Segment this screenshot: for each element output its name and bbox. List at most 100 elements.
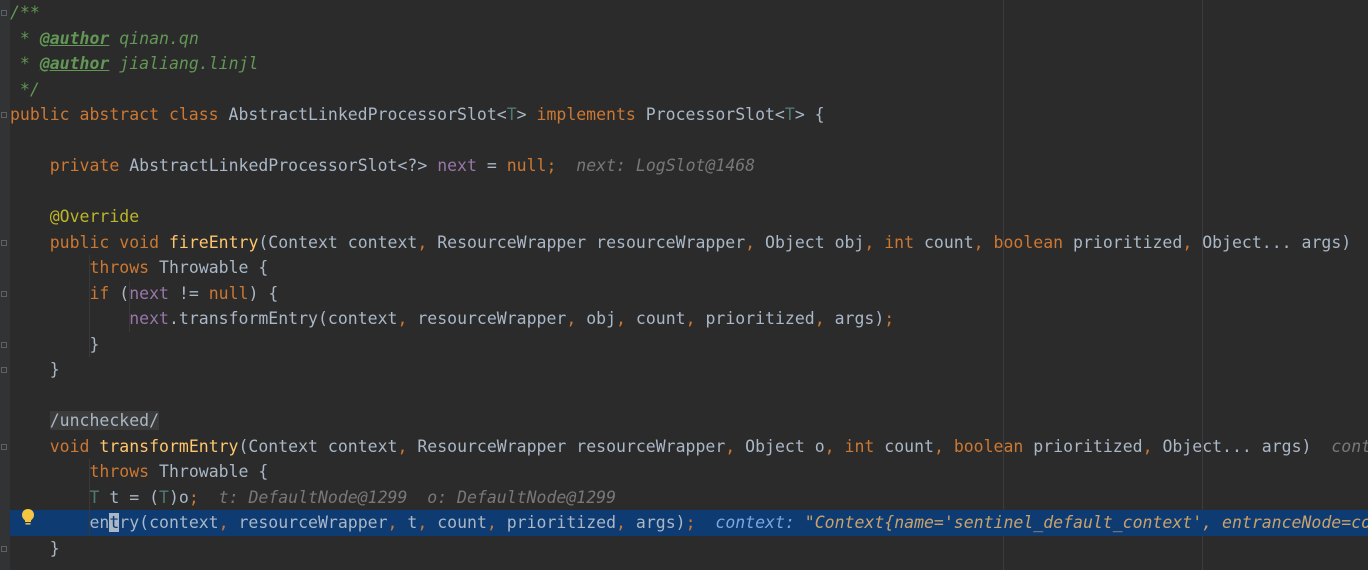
fold-marker-icon[interactable] bbox=[1, 112, 7, 118]
code-line[interactable]: void transformEntry(Context context, Res… bbox=[10, 434, 1368, 460]
code-token: )o bbox=[168, 487, 189, 507]
code-token: @author bbox=[39, 28, 110, 48]
code-token: Throwable { bbox=[159, 258, 269, 277]
code-token: Object... args) bbox=[1162, 436, 1312, 456]
code-token: count bbox=[924, 232, 974, 252]
code-line[interactable] bbox=[10, 383, 1368, 409]
code-line[interactable]: next.transformEntry(context, resourceWra… bbox=[10, 306, 1368, 332]
code-line[interactable]: /** bbox=[10, 0, 1368, 26]
code-token: (Context context bbox=[238, 436, 398, 456]
code-line[interactable]: * @author jialiang.linjl bbox=[10, 51, 1368, 77]
code-line[interactable]: public void fireEntry(Context context, R… bbox=[10, 230, 1368, 256]
code-line[interactable]: if (next != null) { bbox=[10, 281, 1368, 307]
indent-guide bbox=[89, 459, 90, 536]
code-token: } bbox=[10, 538, 60, 558]
code-line[interactable]: private AbstractLinkedProcessorSlot<?> n… bbox=[10, 153, 1368, 179]
code-line[interactable]: public abstract class AbstractLinkedProc… bbox=[10, 102, 1368, 128]
code-token bbox=[10, 309, 129, 328]
code-token: prioritized bbox=[705, 309, 815, 328]
execution-line[interactable]: entry(context, resourceWrapper, t, count… bbox=[10, 510, 1368, 536]
inline-debug-value: "Context{name='sentinel_default_context'… bbox=[804, 513, 1368, 532]
code-token: resourceWrapper bbox=[417, 309, 567, 328]
fold-marker-icon[interactable] bbox=[1, 341, 7, 348]
inline-debug-value: context: bbox=[695, 513, 805, 532]
code-token: implements bbox=[536, 105, 646, 124]
code-token: ( bbox=[119, 283, 130, 303]
code-token: = bbox=[476, 156, 507, 175]
code-token: Object o bbox=[745, 436, 825, 456]
code-token: t bbox=[407, 513, 418, 532]
code-token: */ bbox=[10, 79, 40, 99]
code-token: , bbox=[218, 513, 239, 532]
code-token: , bbox=[397, 436, 418, 456]
indent-guide bbox=[129, 280, 130, 332]
code-token: next bbox=[129, 309, 169, 328]
code-token: , bbox=[397, 309, 418, 328]
fold-marker-icon[interactable] bbox=[1, 367, 7, 373]
code-token: transformEntry bbox=[99, 436, 239, 456]
lightbulb-icon[interactable] bbox=[21, 508, 35, 526]
code-token: , bbox=[1142, 436, 1163, 456]
fold-marker-icon[interactable] bbox=[1, 290, 7, 297]
code-token: > { bbox=[794, 105, 825, 124]
code-token: void bbox=[49, 436, 100, 456]
inline-debug-value: t: DefaultNode@1299 o: DefaultNode@1299 bbox=[198, 487, 617, 507]
code-token: T bbox=[159, 487, 169, 507]
indent-guide bbox=[89, 255, 90, 357]
fold-marker-icon[interactable] bbox=[1, 239, 7, 246]
code-line[interactable]: } bbox=[10, 332, 1368, 358]
code-token: , bbox=[814, 309, 835, 328]
fold-marker-icon[interactable] bbox=[1, 10, 7, 16]
code-line[interactable]: * @author qinan.qn bbox=[10, 26, 1368, 52]
code-token: prioritized bbox=[506, 513, 617, 532]
code-line[interactable]: /unchecked/ bbox=[10, 408, 1368, 434]
code-token: ; bbox=[546, 156, 557, 175]
code-token: jialiang.linjl bbox=[109, 54, 259, 73]
editor-gutter[interactable] bbox=[0, 0, 10, 570]
right-margin-line bbox=[1202, 0, 1203, 570]
code-token: ResourceWrapper resourceWrapper bbox=[437, 232, 746, 252]
code-line[interactable]: } bbox=[10, 357, 1368, 383]
code-token bbox=[10, 411, 50, 430]
code-line[interactable]: @Override bbox=[10, 204, 1368, 230]
code-token: /** bbox=[10, 3, 40, 22]
code-token: , bbox=[864, 232, 885, 252]
code-token bbox=[10, 284, 89, 303]
fold-marker-icon[interactable] bbox=[1, 443, 7, 450]
code-line[interactable]: throws Throwable { bbox=[10, 255, 1368, 281]
code-token: obj bbox=[586, 309, 617, 328]
code-token: count bbox=[635, 309, 686, 328]
code-line[interactable] bbox=[10, 179, 1368, 205]
code-token: @Override bbox=[49, 207, 140, 226]
code-token: prioritized bbox=[1033, 436, 1143, 456]
inline-debug-value: cont bbox=[1311, 436, 1368, 456]
fold-marker-icon[interactable] bbox=[1, 545, 7, 552]
inline-debug-value: next: LogSlot@1468 bbox=[556, 156, 756, 175]
code-token: public void bbox=[49, 232, 169, 252]
code-token: int bbox=[884, 232, 924, 252]
code-token: throws bbox=[89, 258, 160, 277]
code-token: , bbox=[486, 513, 507, 532]
code-line[interactable]: throws Throwable { bbox=[10, 459, 1368, 485]
code-token: /unchecked/ bbox=[49, 411, 160, 430]
code-token: qinan.qn bbox=[109, 28, 199, 48]
code-token: AbstractLinkedProcessorSlot< bbox=[228, 105, 507, 124]
text-caret: t bbox=[109, 513, 120, 532]
code-line[interactable]: T t = (T)o; t: DefaultNode@1299 o: Defau… bbox=[10, 485, 1368, 511]
code-token bbox=[10, 207, 50, 226]
code-line[interactable] bbox=[10, 128, 1368, 154]
code-token: > bbox=[516, 105, 537, 124]
code-token: , bbox=[417, 513, 438, 532]
code-token: != bbox=[168, 283, 209, 303]
code-line[interactable]: } bbox=[10, 536, 1368, 562]
code-token: args) bbox=[834, 309, 885, 328]
code-line[interactable]: */ bbox=[10, 77, 1368, 103]
code-token: null bbox=[208, 283, 249, 303]
code-token bbox=[10, 437, 50, 456]
code-token: @author bbox=[39, 54, 110, 73]
code-token: ; bbox=[188, 487, 199, 507]
code-token: , bbox=[933, 436, 954, 456]
code-token: prioritized bbox=[1073, 232, 1183, 252]
code-token: en bbox=[10, 513, 110, 532]
code-token: } bbox=[10, 334, 100, 354]
